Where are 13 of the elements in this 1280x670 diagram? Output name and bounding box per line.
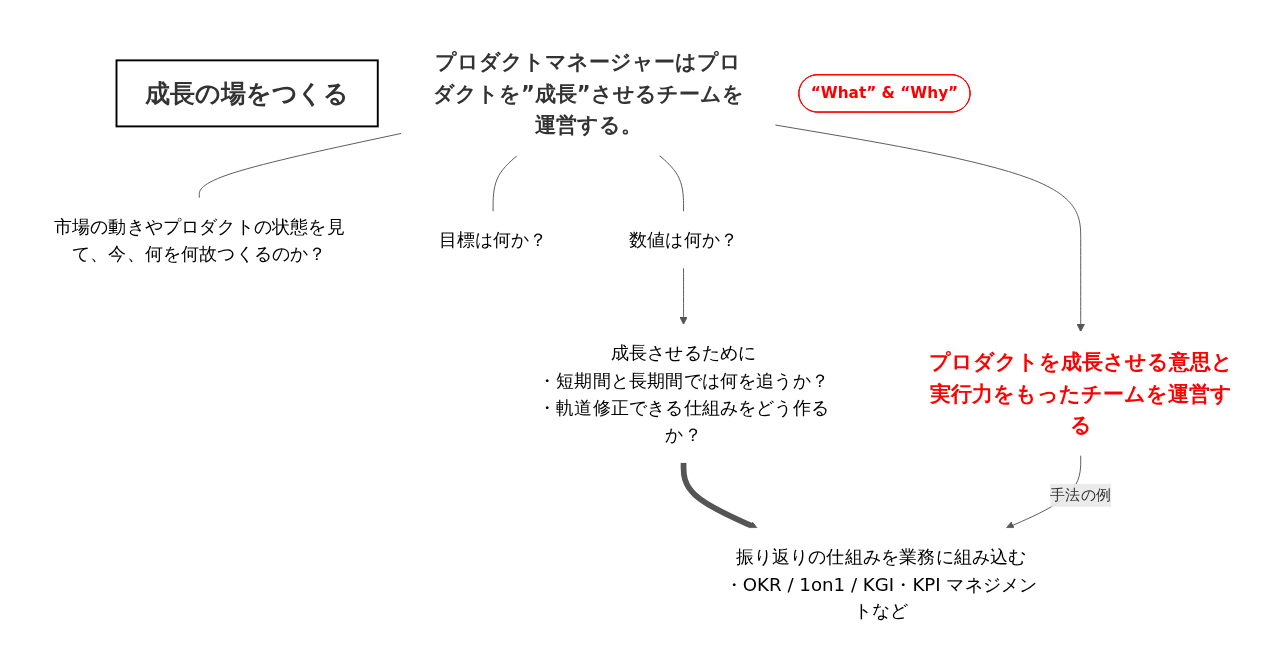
edge-label: 手法の例 <box>1050 485 1112 504</box>
connector <box>658 154 684 212</box>
node-text: 振り返りの仕組みを業務に組み込む ・OKR / 1on1 / KGI・KPI マネジメントなど <box>724 545 1038 621</box>
node-text: プロダクトマネージャーはプロダクトを”成長”させるチームを運営する。 <box>432 49 744 137</box>
node-text: 目標は何か？ <box>438 228 548 250</box>
arrow <box>680 462 758 530</box>
node-text: プロダクトを成長させる意思と実行力をもったチームを運営する <box>928 349 1233 437</box>
connector <box>198 132 403 199</box>
node-text: 市場の動きやプロダクトの状態を見て、今、何を何故つくるのか？ <box>53 215 345 264</box>
node-box: 成長の場をつくる <box>115 59 379 128</box>
node-text: 数値は何か？ <box>628 228 739 250</box>
connector <box>492 154 519 212</box>
node-text: 成長させるために ・短期間と長期間では何を追うか？ ・軌道修正できる仕組みをどう作るか？ <box>538 341 830 445</box>
